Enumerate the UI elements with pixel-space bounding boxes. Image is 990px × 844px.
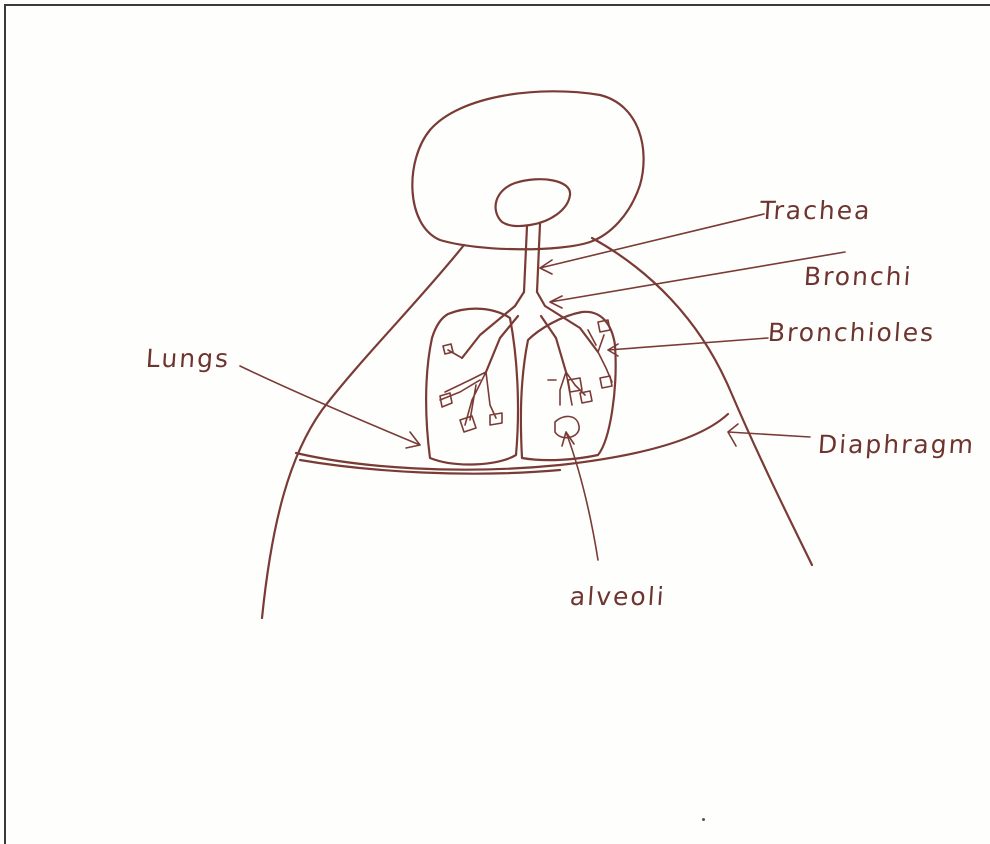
bronchioles-left	[440, 350, 496, 425]
bronchi-inner	[486, 316, 566, 372]
diaphragm	[296, 414, 728, 470]
trachea-leader	[540, 214, 764, 274]
paper-speck	[702, 818, 705, 821]
lungs-label: Lungs	[145, 344, 231, 373]
alveoli-label: alveoli	[569, 582, 667, 611]
bronchi-label: Bronchi	[803, 262, 914, 291]
trachea-label: Trachea	[759, 196, 873, 225]
mouth-outline	[496, 179, 571, 226]
trachea	[524, 224, 540, 292]
diaphragm-label: Diaphragm	[817, 430, 976, 459]
lungs-leader	[240, 366, 420, 448]
alveoli-leader	[562, 432, 598, 560]
bronchioles-label: Bronchioles	[767, 318, 936, 347]
bronchioles-leader	[608, 338, 768, 356]
diaphragm-leader	[728, 424, 810, 446]
body-outline-left	[262, 245, 464, 618]
body-outline-right	[592, 238, 812, 565]
bronchi-left	[462, 292, 598, 358]
bronchi-leader	[550, 252, 845, 308]
